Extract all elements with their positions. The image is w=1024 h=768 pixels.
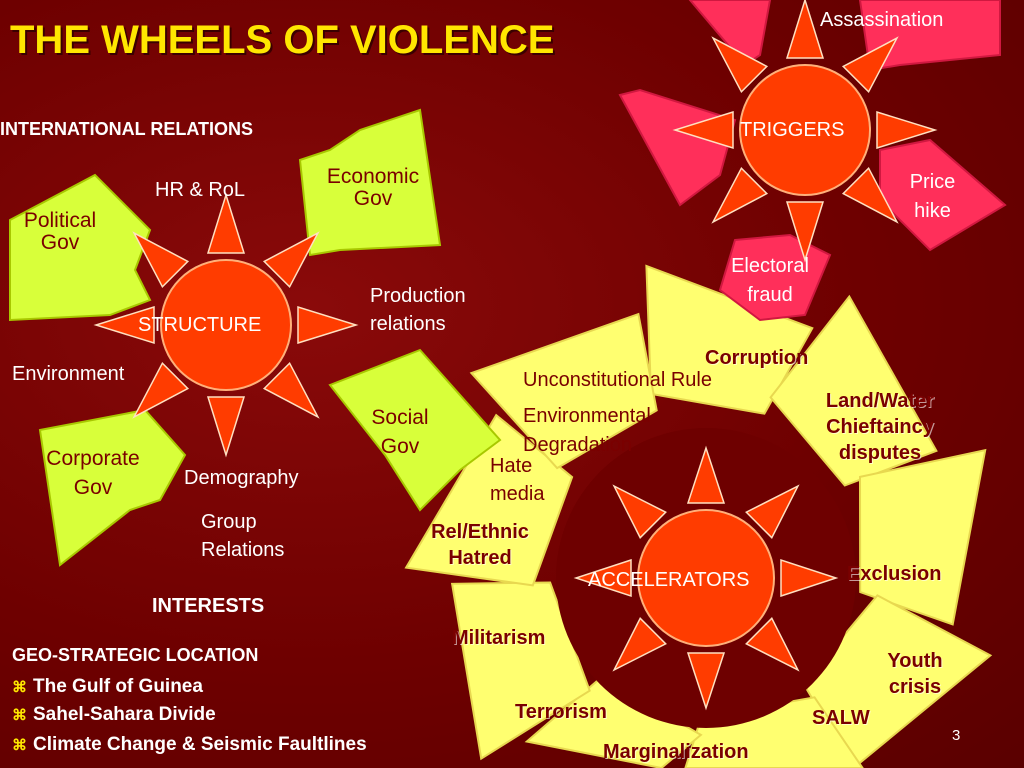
geo-heading: GEO-STRATEGIC LOCATION [12, 645, 259, 665]
structure-spike [93, 305, 155, 345]
structure-hub [160, 259, 292, 391]
structure-spike [297, 305, 359, 345]
accelerators-spike [573, 558, 632, 598]
page-title: THE WHEELS OF VIOLENCE [10, 18, 555, 62]
accelerator-blade [769, 294, 938, 487]
accelerators-spike [745, 617, 800, 672]
accelerator-blade [645, 264, 814, 415]
accelerators-spike [745, 484, 800, 539]
structure-spike [132, 361, 190, 419]
label-corruption: Corruption [705, 347, 809, 369]
triggers-spike [711, 36, 769, 94]
petal-top-left [688, 0, 772, 67]
accelerators-spike [612, 484, 667, 539]
geo-item-text: Climate Change & Seismic Faultlines [33, 734, 367, 755]
structure-spike [262, 231, 320, 289]
wheel-spikes [93, 0, 938, 711]
petal-social [328, 348, 502, 512]
square-bullet-icon: ⌘ [12, 679, 27, 696]
triggers-spike [841, 166, 899, 224]
petal-economic-label: Economic Gov [326, 166, 420, 211]
geo-item: ⌘ Sahel-Sahara Divide [12, 704, 216, 726]
geo-item-text: Sahel-Sahara Divide [33, 704, 216, 725]
triggers-spike [711, 166, 769, 224]
triggers-spike [841, 36, 899, 94]
page-number: 3 [952, 727, 961, 744]
trigger-petals [618, 0, 1007, 322]
geo-item: ⌘ Climate Change & Seismic Faultlines [12, 734, 367, 756]
square-bullet-icon: ⌘ [12, 707, 27, 724]
petal-economic [298, 108, 442, 257]
structure-spike [206, 192, 246, 254]
label-land-water: Land/Water Chieftaincy disputes [825, 390, 935, 464]
label-production: Production relations [370, 285, 466, 335]
triggers-spike [672, 110, 734, 150]
petal-bottom [718, 233, 832, 322]
label-unconstitutional: Unconstitutional Rule [523, 369, 712, 391]
petal-left [618, 88, 737, 207]
label-assassination: Assassination [820, 9, 944, 31]
label-hr-rol: HR & RoL [155, 179, 246, 201]
label-price-hike: Price hike [909, 171, 956, 222]
geo-item-text: The Gulf of Guinea [33, 676, 203, 697]
accelerators-spike [612, 617, 667, 672]
triggers-hub-label: TRIGGERS [740, 119, 845, 141]
accelerators-spike [686, 445, 726, 504]
label-group-relations: Group Relations [201, 511, 285, 561]
triggers-hub [739, 64, 871, 196]
petal-political-label: Political Gov [23, 209, 97, 255]
accelerators-spike [780, 558, 839, 598]
interests-label: INTERESTS [152, 595, 265, 617]
label-demography: Demography [184, 467, 299, 489]
structure-petals [9, 108, 502, 567]
petal-corporate-label: Corporate Gov [46, 447, 140, 500]
triggers-spike [876, 110, 938, 150]
label-marginalization: Marginalization [603, 741, 749, 763]
label-hate-media: Hate media [490, 455, 545, 505]
structure-spike [206, 396, 246, 458]
petal-political [9, 173, 152, 322]
structure-hub-label: STRUCTURE [138, 314, 262, 336]
label-environment: Environment [12, 363, 125, 385]
label-terrorism: Terrorism [515, 701, 607, 723]
label-ethnic-hatred: Rel/Ethnic Hatred [431, 521, 529, 569]
accelerators-hub-label: ACCELERATORS [588, 569, 750, 591]
accelerator-blade [404, 413, 574, 587]
label-youth-crisis: Youth crisis [887, 650, 943, 698]
wheel-hubs [160, 64, 871, 647]
label-environmental: Environmental Degradation [523, 405, 651, 456]
structure-spike [262, 361, 320, 419]
accelerators-spike [686, 652, 726, 711]
intl-relations-heading: INTERNATIONAL RELATIONS [0, 119, 253, 139]
triggers-spike [785, 201, 825, 263]
structure-spike [132, 231, 190, 289]
square-bullet-icon: ⌘ [12, 737, 27, 754]
label-exclusion: Exclusion [847, 563, 942, 585]
accelerator-blade [858, 448, 987, 626]
label-electoral-fraud: Electoral fraud [731, 255, 809, 306]
accelerators-hub [637, 509, 775, 647]
accelerator-blade [469, 312, 658, 470]
petal-social-label: Social Gov [371, 406, 429, 459]
label-militarism: Militarism [452, 627, 546, 649]
triggers-spike [785, 0, 825, 59]
label-salw: SALW [812, 707, 870, 729]
geo-item: ⌘ The Gulf of Guinea [12, 676, 203, 698]
